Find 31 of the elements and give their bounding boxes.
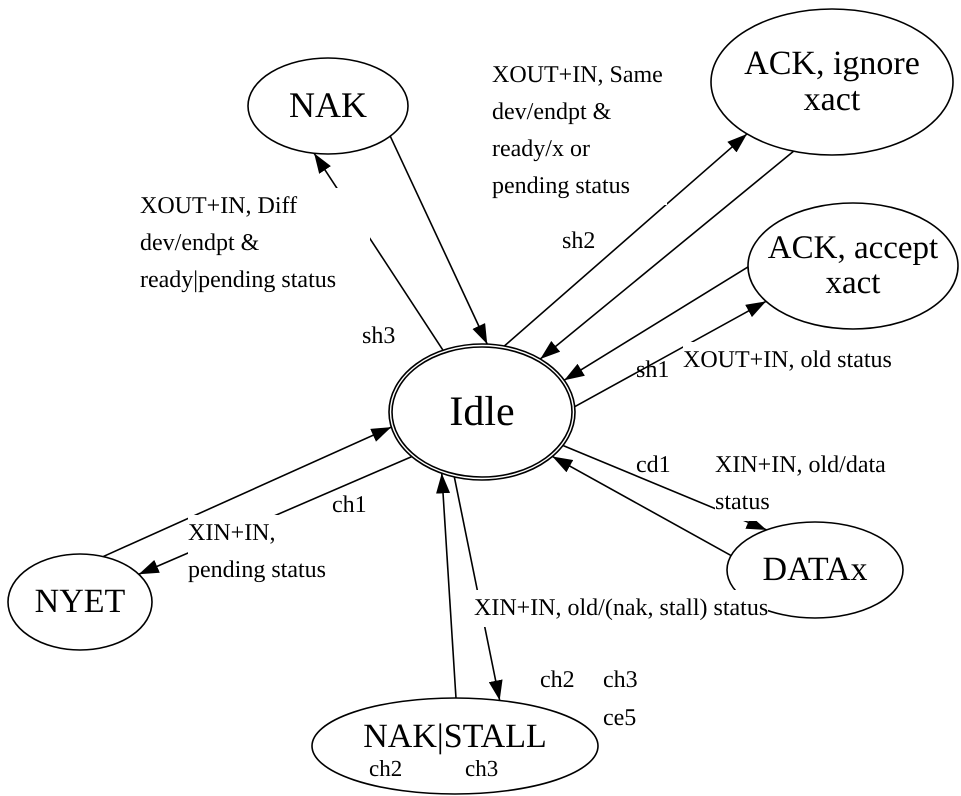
state-name: Idle <box>449 390 515 434</box>
state-note: ch3 <box>465 757 498 781</box>
transition-code: cd1 <box>636 451 671 480</box>
arrow <box>504 133 748 347</box>
arrow <box>552 456 732 556</box>
state-name: ACK, accept xact <box>766 231 940 301</box>
arrow <box>540 150 794 360</box>
state-ellipse <box>311 697 599 795</box>
arrow <box>390 136 488 344</box>
edge-label: XIN+IN, old/(nak, stall) status <box>474 590 768 627</box>
transition-code: ce5 <box>603 704 636 733</box>
state-name: ACK, ignore xact <box>743 46 921 118</box>
transition-code: sh2 <box>562 227 596 256</box>
arrow <box>574 300 766 408</box>
state-name: NAK|STALL <box>363 719 547 755</box>
state-note: ch2 <box>369 757 402 781</box>
state-name: NAK <box>289 87 367 125</box>
state-ellipse <box>247 57 409 155</box>
transition-code: ch2 <box>540 666 575 695</box>
state-ellipse <box>388 343 576 481</box>
transition-code: ch3 <box>603 666 638 695</box>
state-ellipse <box>710 8 954 156</box>
transition-code: sh3 <box>362 322 396 351</box>
arrow <box>564 266 748 381</box>
state-ellipse <box>747 202 959 330</box>
state-ellipse <box>7 553 153 651</box>
state-name: DATAx <box>762 552 868 588</box>
arrow <box>102 426 392 558</box>
state-name: NYET <box>34 584 126 620</box>
transition-code: sh1 <box>636 356 670 385</box>
arrow <box>436 473 457 698</box>
